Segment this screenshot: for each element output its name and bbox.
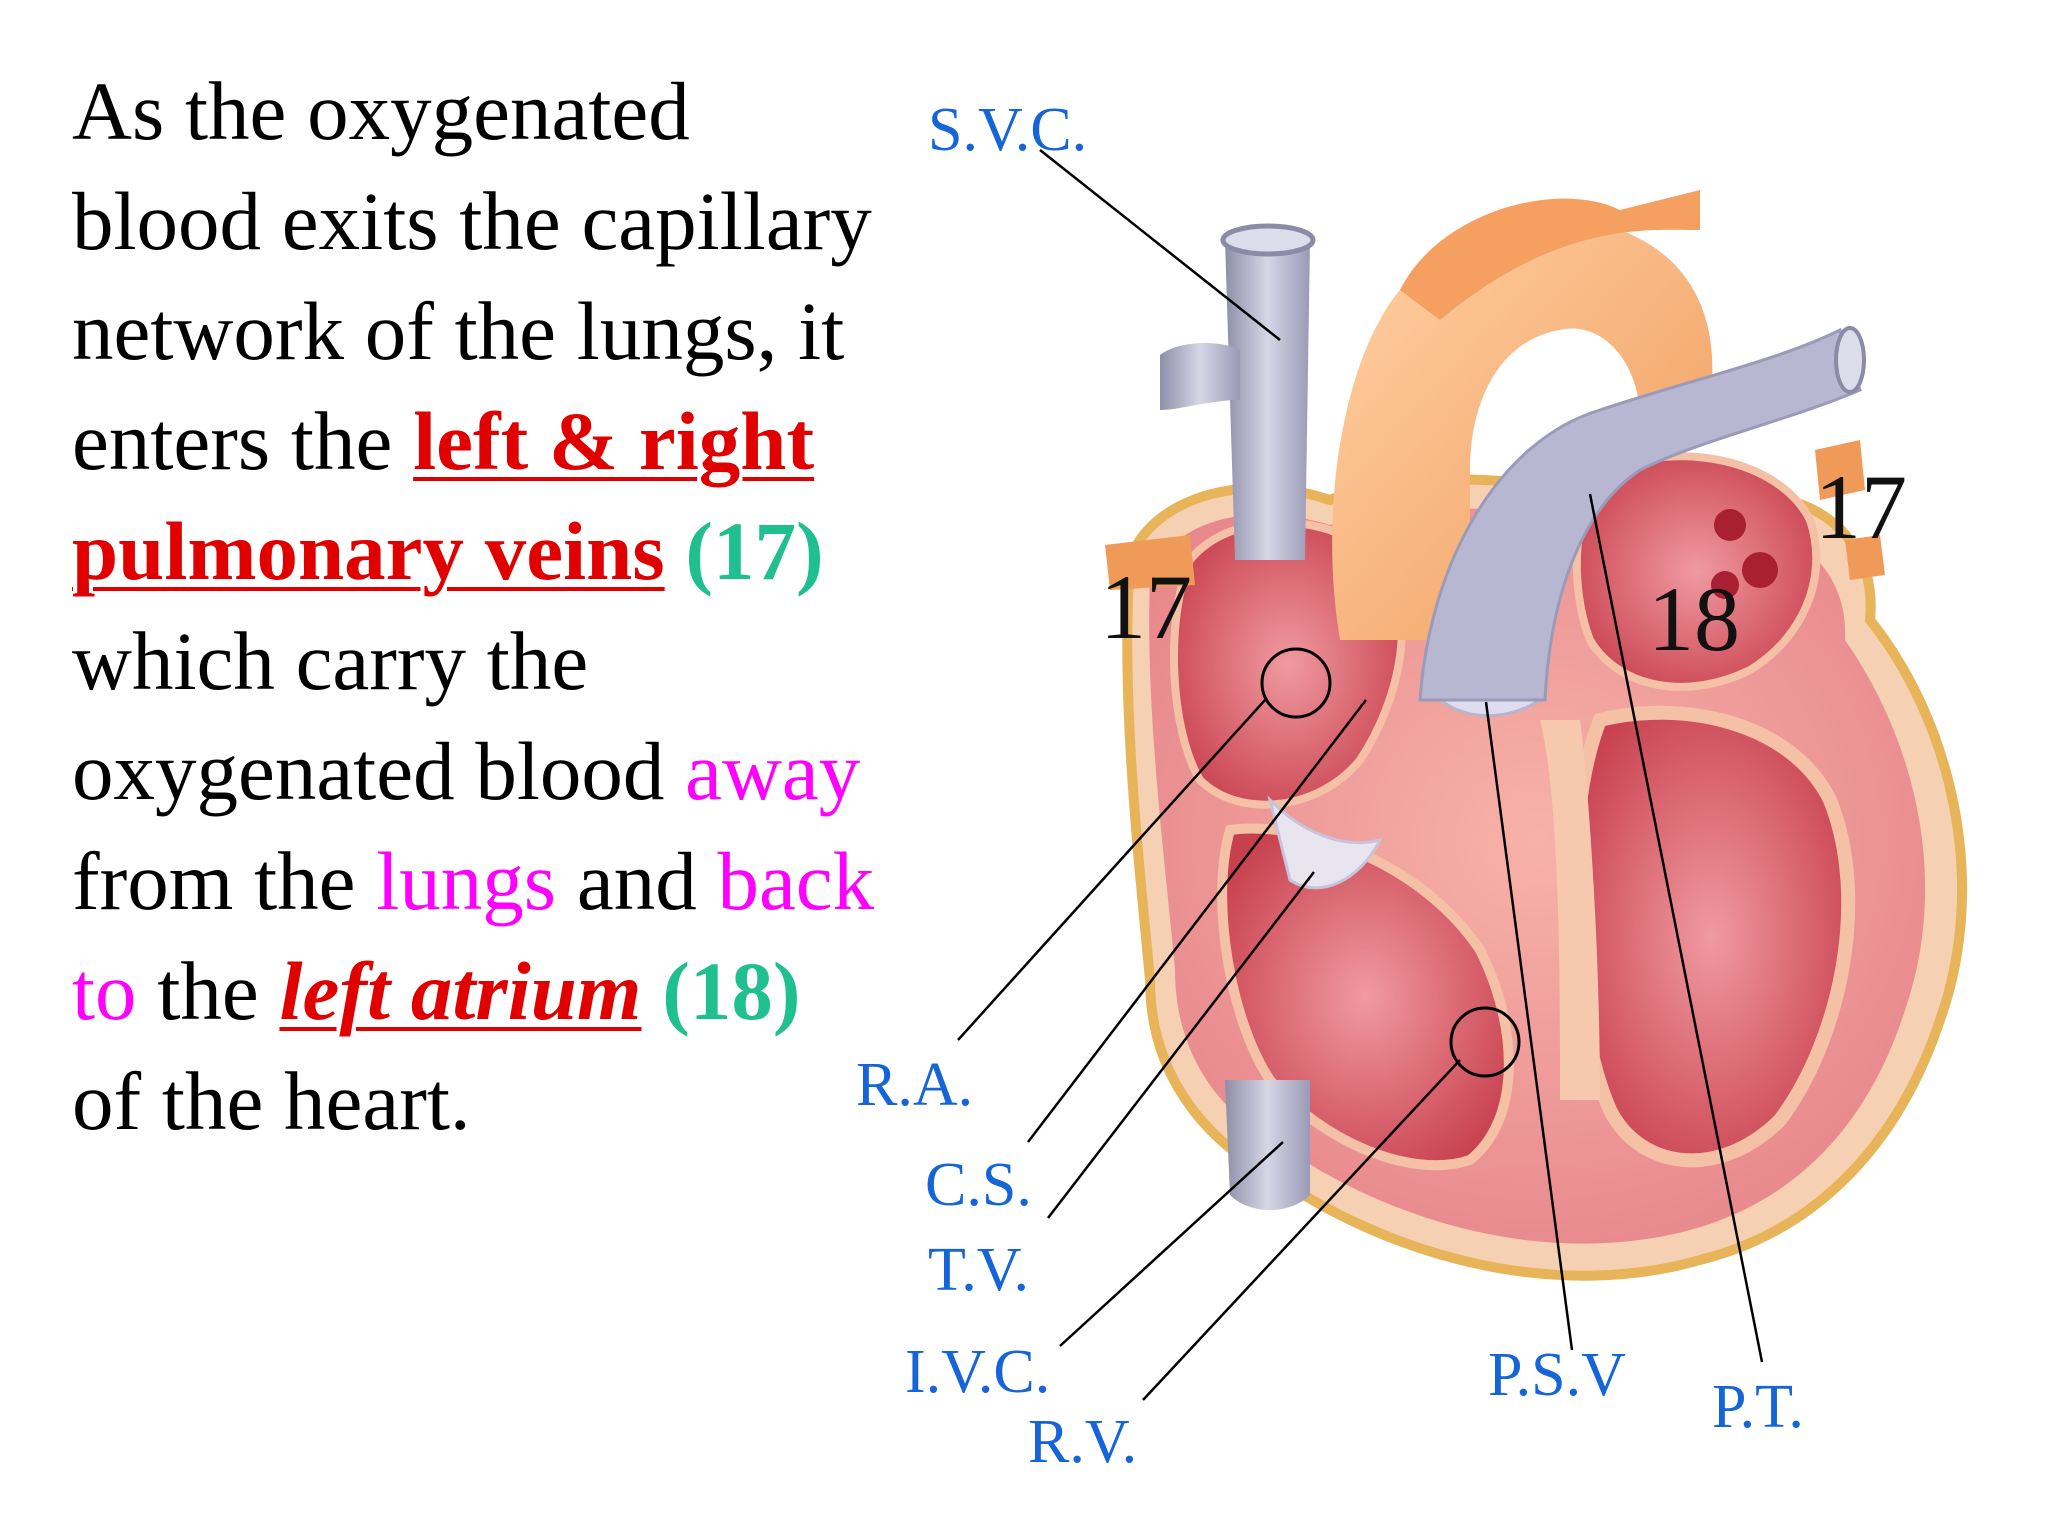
leader-line-tv: [1047, 871, 1315, 1219]
text-line-4: enters the left & right: [72, 386, 992, 496]
aortic-arch-top: [1400, 190, 1700, 320]
inferior-vena-cava-vessel: [1225, 1080, 1310, 1210]
text-line-3: network of the lungs, it: [72, 276, 992, 386]
left-pulmonary-vein: [1845, 535, 1885, 580]
marker-18: 18: [1648, 568, 1740, 670]
left-pulmonary-vein: [1815, 440, 1865, 500]
aorta-vessel: [1332, 220, 1713, 640]
text-segment: network of the lungs, it: [72, 285, 845, 377]
emphasis-lungs: lungs: [376, 835, 557, 927]
leader-line-ra: [957, 699, 1266, 1041]
svc-opening: [1220, 223, 1316, 257]
pulmonary-vein-opening: [1714, 509, 1746, 541]
heart-illustration: [1122, 452, 1968, 1281]
pulmonary-trunk-opening: [1834, 326, 1866, 394]
text-segment: the: [136, 945, 280, 1037]
ref-number-18: (18): [662, 945, 801, 1037]
rv-indicator-circle: [1449, 1006, 1521, 1078]
text-segment: from the: [72, 835, 377, 927]
emphasis-back: back: [717, 835, 875, 927]
left-atrium-chamber: [1572, 452, 1821, 691]
ref-number-17: (17): [685, 505, 824, 597]
marker-17-left: 17: [1100, 556, 1192, 658]
text-segment: which carry the: [72, 615, 589, 707]
leader-line-ivc: [1059, 1141, 1284, 1347]
leader-line-psv: [1484, 701, 1574, 1351]
label-ra: R.A.: [856, 1051, 973, 1119]
label-ivc: I.V.C.: [905, 1338, 1050, 1406]
text-line-2: blood exits the capillary: [72, 166, 992, 276]
keyword-left-right: left & right: [413, 395, 815, 487]
text-line-8: from the lungs and back: [72, 826, 992, 936]
label-svc: S.V.C.: [928, 96, 1087, 164]
pulmonary-vein-opening: [1742, 552, 1778, 588]
leader-line-pt: [1588, 493, 1764, 1363]
label-tv: T.V.: [928, 1236, 1029, 1304]
keyword-left-atrium: left atrium: [279, 945, 642, 1037]
label-rv: R.V.: [1028, 1408, 1137, 1476]
text-line-10: of the heart.: [72, 1046, 992, 1156]
text-segment: oxygenated blood: [72, 725, 686, 817]
label-psv: P.S.V: [1488, 1341, 1626, 1409]
text-line-7: oxygenated blood away: [72, 716, 992, 826]
ra-indicator-circle: [1260, 647, 1332, 719]
label-pt: P.T.: [1712, 1373, 1804, 1441]
text-segment: blood exits the capillary: [72, 175, 872, 267]
tricuspid-valve: [1267, 795, 1383, 890]
text-line-5: pulmonary veins (17): [72, 496, 992, 606]
leader-line-svc: [1039, 149, 1281, 341]
text-segment: enters the: [72, 395, 414, 487]
interventricular-septum: [1540, 720, 1600, 1100]
text-line-9: to the left atrium (18): [72, 936, 992, 1046]
superior-vena-cava-vessel: [1225, 240, 1310, 560]
right-pulmonary-vein: [1105, 535, 1195, 590]
pulmonary-vein-opening: [1711, 571, 1739, 599]
text-segment: of the heart.: [72, 1055, 471, 1147]
marker-17-right: 17: [1815, 456, 1907, 558]
body-text: As the oxygenated blood exits the capill…: [72, 56, 992, 1156]
text-segment: As the oxygenated: [72, 65, 690, 157]
leader-line-rv: [1142, 1059, 1461, 1401]
leader-line-cs: [1027, 699, 1367, 1143]
text-segment: and: [556, 835, 718, 927]
keyword-pulmonary-veins: pulmonary veins: [72, 505, 665, 597]
brachiocephalic-branch: [1160, 343, 1240, 410]
emphasis-to: to: [72, 945, 137, 1037]
text-line-1: As the oxygenated: [72, 56, 992, 166]
text-line-6: which carry the: [72, 606, 992, 716]
pulmonary-trunk-vessel: [1418, 327, 1862, 702]
label-cs: C.S.: [925, 1151, 1032, 1219]
emphasis-away: away: [685, 725, 861, 817]
